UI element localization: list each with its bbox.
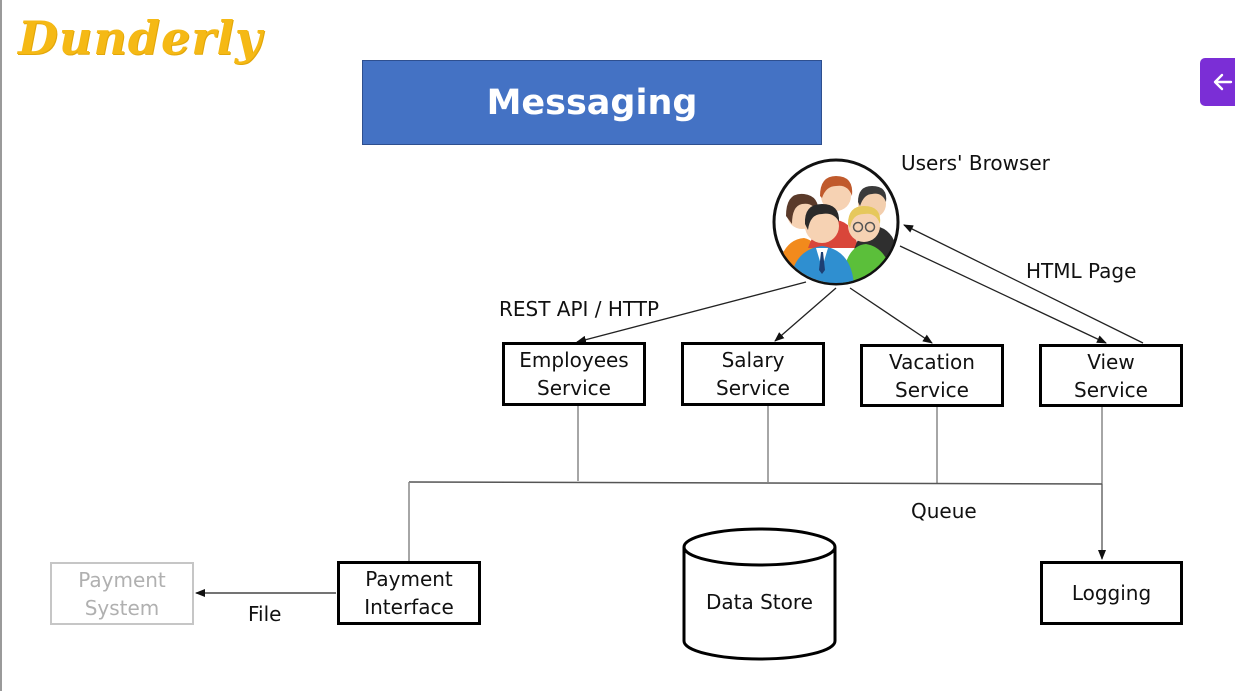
payment-system-box: Payment System <box>50 562 194 625</box>
rest-api-label: REST API / HTTP <box>499 297 660 321</box>
edge-browser-vacation <box>849 287 933 344</box>
file-label: File <box>248 602 282 626</box>
queue-line <box>408 481 1103 485</box>
edge-browser-salary <box>774 287 837 342</box>
slide-title-bar: Messaging <box>362 60 822 145</box>
salary-service-box: Salary Service <box>681 342 825 406</box>
edge-browser-employees <box>576 281 807 344</box>
edge-view-browser <box>903 224 1144 344</box>
vacation-service-box: Vacation Service <box>860 344 1004 407</box>
html-page-label: HTML Page <box>1026 259 1137 283</box>
slide-left-edge <box>0 0 2 691</box>
queue-label: Queue <box>911 499 977 523</box>
users-group-icon <box>772 158 900 286</box>
data-store-label: Data Store <box>706 590 813 614</box>
payment-interface-box: Payment Interface <box>337 561 481 625</box>
employees-service-box: Employees Service <box>502 342 646 406</box>
logging-box: Logging <box>1040 561 1183 625</box>
users-browser-label: Users' Browser <box>901 151 1050 175</box>
slide-title: Messaging <box>486 82 698 123</box>
dunderly-logo: Dunderly <box>18 11 263 65</box>
edge-browser-view <box>899 245 1107 344</box>
arrow-left-icon <box>1205 70 1235 94</box>
data-store-cylinder <box>682 527 837 661</box>
back-button[interactable] <box>1200 58 1235 106</box>
view-service-box: View Service <box>1039 344 1183 407</box>
